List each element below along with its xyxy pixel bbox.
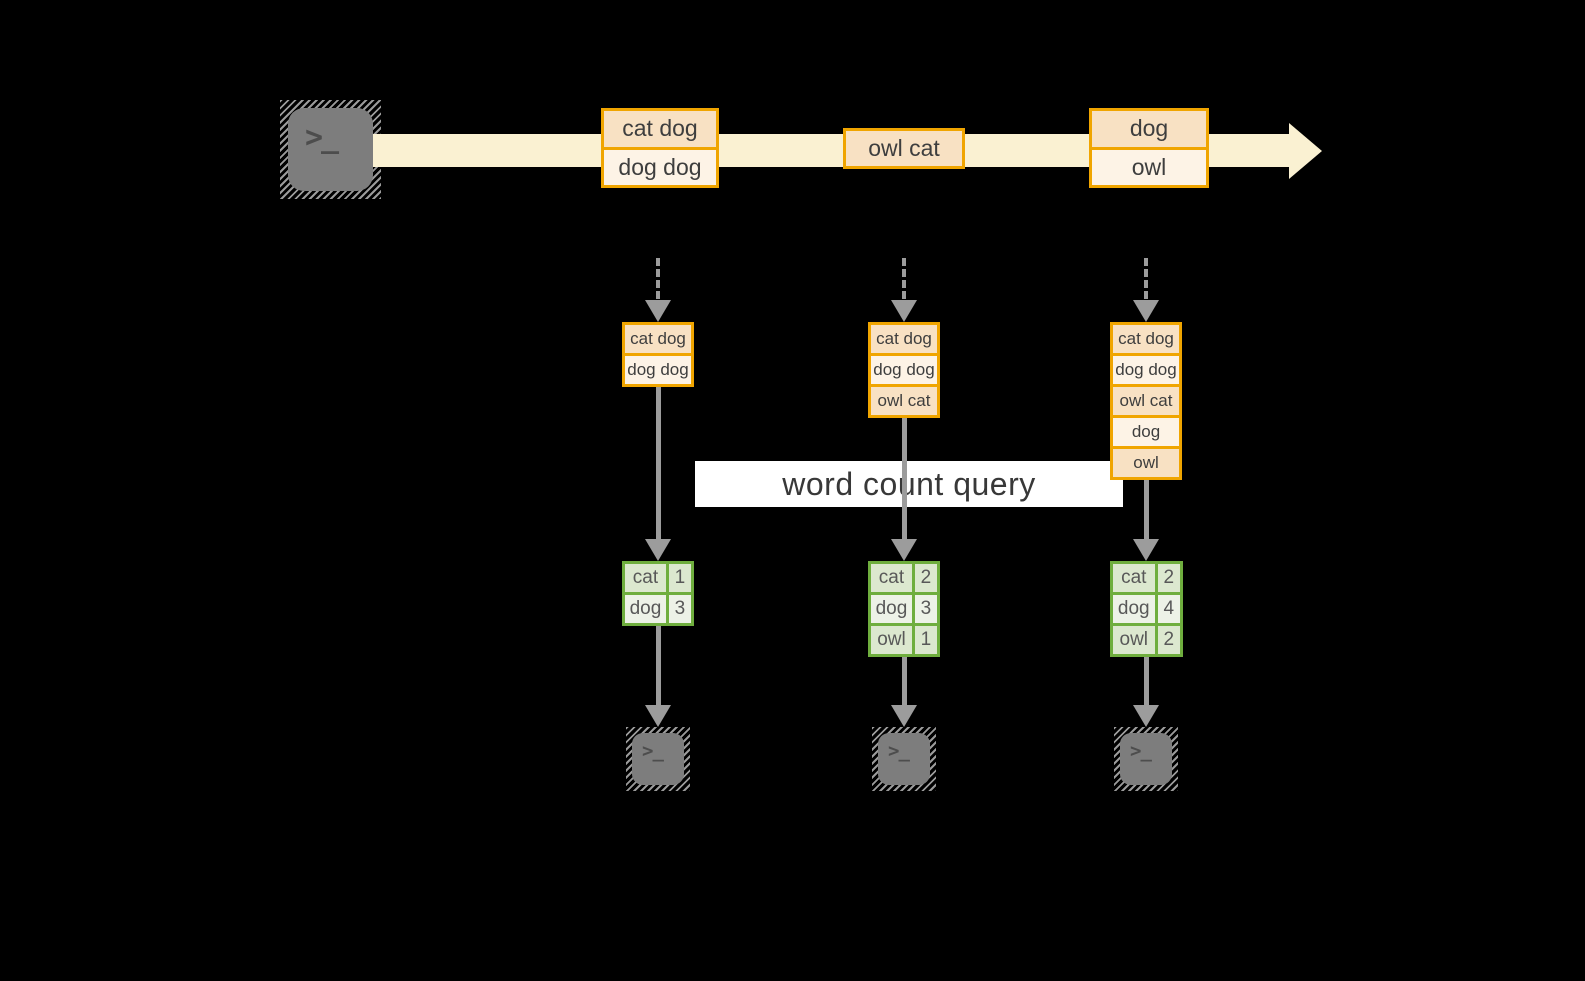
input-row: owl bbox=[1113, 446, 1179, 477]
terminal-screen: >_ bbox=[632, 733, 684, 785]
table-row: dog 4 bbox=[1113, 592, 1180, 623]
output-terminal-icon: >_ bbox=[872, 727, 936, 791]
flow-arrow-line bbox=[902, 657, 907, 706]
terminal-screen: >_ bbox=[1120, 733, 1172, 785]
flow-arrowhead-icon bbox=[645, 705, 671, 727]
flow-arrow-line bbox=[902, 418, 907, 540]
table-row: dog 3 bbox=[625, 592, 691, 623]
trigger-arrow-line bbox=[656, 258, 660, 299]
terminal-screen: >_ bbox=[288, 108, 373, 191]
input-row: cat dog bbox=[871, 325, 937, 353]
trigger-arrow-line bbox=[1144, 258, 1148, 299]
word-cell: cat bbox=[632, 567, 659, 588]
micro-batch-input-1: cat dog dog dog bbox=[622, 322, 694, 387]
stream-batch-1: cat dog dog dog bbox=[601, 108, 719, 188]
output-terminal-icon: >_ bbox=[1114, 727, 1178, 791]
micro-batch-input-3: cat dog dog dog owl cat dog owl bbox=[1110, 322, 1182, 480]
flow-arrowhead-icon bbox=[1133, 705, 1159, 727]
trigger-arrowhead-icon bbox=[1133, 300, 1159, 322]
count-cell: 4 bbox=[1154, 595, 1180, 623]
flow-arrowhead-icon bbox=[891, 705, 917, 727]
flow-arrow-line bbox=[656, 626, 661, 706]
word-cell: owl bbox=[877, 629, 906, 650]
input-row: cat dog bbox=[625, 325, 691, 353]
input-row: cat dog bbox=[1113, 325, 1179, 353]
stream-batch-3: dog owl bbox=[1089, 108, 1209, 188]
stream-batch-2: owl cat bbox=[843, 128, 965, 169]
input-row: dog dog bbox=[871, 353, 937, 384]
micro-batch-input-2: cat dog dog dog owl cat bbox=[868, 322, 940, 418]
count-cell: 3 bbox=[911, 595, 937, 623]
table-row: owl 2 bbox=[1113, 623, 1180, 654]
input-row: dog bbox=[1113, 415, 1179, 446]
terminal-screen: >_ bbox=[878, 733, 930, 785]
source-terminal-icon: >_ bbox=[280, 100, 381, 199]
stream-arrowhead-icon bbox=[1289, 123, 1322, 179]
batch-row: owl bbox=[1092, 146, 1206, 185]
count-cell: 2 bbox=[1154, 564, 1180, 592]
batch-row: dog bbox=[1092, 111, 1206, 147]
count-cell: 3 bbox=[665, 595, 691, 623]
flow-arrow-line bbox=[1144, 480, 1149, 540]
input-row: owl cat bbox=[871, 384, 937, 415]
word-cell: dog bbox=[629, 598, 662, 619]
batch-row: owl cat bbox=[846, 131, 962, 166]
table-row: cat 1 bbox=[625, 564, 691, 592]
count-cell: 1 bbox=[911, 626, 937, 654]
input-row: dog dog bbox=[625, 353, 691, 384]
batch-row: dog dog bbox=[604, 146, 716, 185]
count-cell: 2 bbox=[1154, 626, 1180, 654]
trigger-arrow-line bbox=[902, 258, 906, 299]
table-row: cat 2 bbox=[1113, 564, 1180, 592]
table-row: cat 2 bbox=[871, 564, 937, 592]
word-cell: owl bbox=[1119, 629, 1149, 650]
table-row: owl 1 bbox=[871, 623, 937, 654]
word-cell: dog bbox=[875, 598, 908, 619]
word-cell: dog bbox=[1117, 598, 1150, 619]
trigger-arrowhead-icon bbox=[645, 300, 671, 322]
word-cell: cat bbox=[1121, 567, 1147, 588]
word-count-table-1: cat 1 dog 3 bbox=[622, 561, 694, 626]
query-label: word count query bbox=[695, 461, 1123, 507]
terminal-prompt-icon: >_ bbox=[305, 120, 339, 155]
terminal-prompt-icon: >_ bbox=[1130, 740, 1152, 762]
output-terminal-icon: >_ bbox=[626, 727, 690, 791]
word-count-table-2: cat 2 dog 3 owl 1 bbox=[868, 561, 940, 657]
count-cell: 1 bbox=[665, 564, 691, 592]
trigger-arrowhead-icon bbox=[891, 300, 917, 322]
word-cell: cat bbox=[878, 567, 905, 588]
word-count-table-3: cat 2 dog 4 owl 2 bbox=[1110, 561, 1183, 657]
table-row: dog 3 bbox=[871, 592, 937, 623]
flow-arrowhead-icon bbox=[891, 539, 917, 561]
input-row: dog dog bbox=[1113, 353, 1179, 384]
flow-arrowhead-icon bbox=[1133, 539, 1159, 561]
terminal-prompt-icon: >_ bbox=[888, 740, 910, 762]
input-row: owl cat bbox=[1113, 384, 1179, 415]
batch-row: cat dog bbox=[604, 111, 716, 147]
flow-arrowhead-icon bbox=[645, 539, 671, 561]
flow-arrow-line bbox=[656, 387, 661, 540]
terminal-prompt-icon: >_ bbox=[642, 740, 664, 762]
count-cell: 2 bbox=[911, 564, 937, 592]
flow-arrow-line bbox=[1144, 657, 1149, 706]
